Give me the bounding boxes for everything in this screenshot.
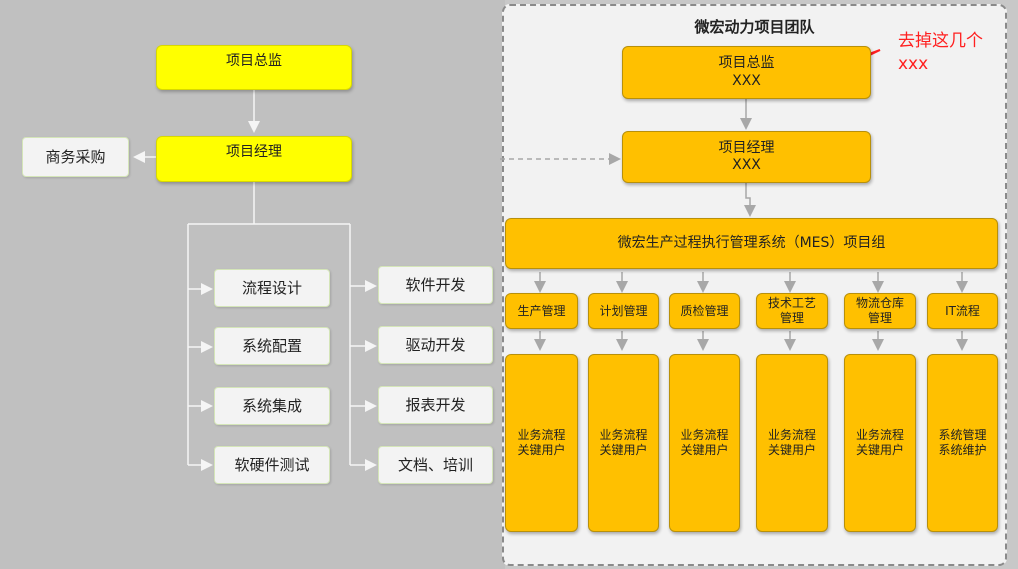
- team-manager-node[interactable]: 项目经理 XXX: [622, 131, 871, 183]
- member-label-line: 业务流程: [855, 428, 904, 442]
- member-label-line: 系统管理: [938, 428, 987, 442]
- left-director-label: 项目总监: [226, 53, 282, 69]
- member-node[interactable]: 业务流程 关键用户: [844, 354, 916, 532]
- department-node[interactable]: 质检管理: [669, 293, 740, 329]
- right-col-node[interactable]: 文档、培训: [378, 446, 493, 484]
- left-col-label: 系统配置: [241, 336, 302, 355]
- left-col-node[interactable]: 软硬件测试: [214, 446, 330, 484]
- annotation-line: xxx: [898, 53, 929, 74]
- department-node[interactable]: 计划管理: [588, 293, 659, 329]
- left-col-node[interactable]: 系统集成: [214, 387, 330, 425]
- member-node[interactable]: 业务流程 关键用户: [505, 354, 578, 532]
- member-node[interactable]: 业务流程 关键用户: [588, 354, 659, 532]
- annotation-line: 去掉这几个: [898, 31, 983, 51]
- right-col-label: 报表开发: [405, 395, 466, 414]
- department-label: 计划管理: [599, 303, 648, 318]
- department-node[interactable]: IT流程: [927, 293, 998, 329]
- left-col-label: 系统集成: [241, 396, 302, 415]
- left-director-node[interactable]: 项目总监: [156, 45, 352, 90]
- procurement-label: 商务采购: [45, 147, 106, 166]
- mes-group-node[interactable]: 微宏生产过程执行管理系统（MES）项目组: [505, 218, 998, 269]
- member-label-line: 关键用户: [680, 443, 729, 457]
- member-label-line: 关键用户: [599, 443, 648, 457]
- right-col-node[interactable]: 软件开发: [378, 266, 493, 304]
- department-label-line: 管理: [867, 311, 892, 325]
- annotation-note: 去掉这几个 xxx: [898, 30, 983, 76]
- department-node[interactable]: 物流仓库 管理: [844, 293, 916, 329]
- left-manager-label: 项目经理: [226, 144, 282, 160]
- department-label: 质检管理: [680, 303, 729, 318]
- left-col-label: 软硬件测试: [234, 455, 310, 474]
- member-label-line: 系统维护: [938, 443, 987, 457]
- team-director-role: 项目总监: [718, 55, 775, 71]
- department-label-line: 管理: [779, 311, 804, 325]
- procurement-node[interactable]: 商务采购: [22, 137, 129, 177]
- team-manager-name: XXX: [732, 157, 761, 173]
- member-label-line: 业务流程: [680, 428, 729, 442]
- right-col-label: 文档、培训: [397, 455, 473, 474]
- member-node[interactable]: 系统管理 系统维护: [927, 354, 998, 532]
- left-col-node[interactable]: 流程设计: [214, 269, 330, 307]
- department-label-line: 技术工艺: [767, 296, 816, 310]
- member-label-line: 关键用户: [517, 443, 566, 457]
- member-label-line: 业务流程: [517, 428, 566, 442]
- team-title: 微宏动力项目团队: [694, 18, 815, 36]
- member-node[interactable]: 业务流程 关键用户: [756, 354, 828, 532]
- member-label-line: 关键用户: [767, 443, 816, 457]
- department-label: 生产管理: [517, 303, 566, 318]
- team-manager-role: 项目经理: [718, 139, 775, 156]
- department-node[interactable]: 生产管理: [505, 293, 578, 329]
- left-col-node[interactable]: 系统配置: [214, 327, 330, 365]
- team-director-name: XXX: [732, 72, 761, 89]
- member-label-line: 业务流程: [767, 428, 816, 442]
- right-col-label: 软件开发: [405, 275, 466, 294]
- left-col-label: 流程设计: [241, 278, 302, 297]
- member-label-line: 业务流程: [599, 428, 648, 442]
- department-label-line: 物流仓库: [855, 296, 904, 310]
- mes-group-label: 微宏生产过程执行管理系统（MES）项目组: [617, 234, 886, 251]
- team-director-node[interactable]: 项目总监 XXX: [622, 46, 871, 99]
- right-col-node[interactable]: 报表开发: [378, 386, 493, 424]
- left-manager-node[interactable]: 项目经理: [156, 136, 352, 182]
- right-col-node[interactable]: 驱动开发: [378, 326, 493, 364]
- member-label-line: 关键用户: [855, 443, 904, 457]
- department-label: IT流程: [945, 303, 980, 318]
- right-col-label: 驱动开发: [405, 335, 466, 354]
- member-node[interactable]: 业务流程 关键用户: [669, 354, 740, 532]
- department-node[interactable]: 技术工艺 管理: [756, 293, 828, 329]
